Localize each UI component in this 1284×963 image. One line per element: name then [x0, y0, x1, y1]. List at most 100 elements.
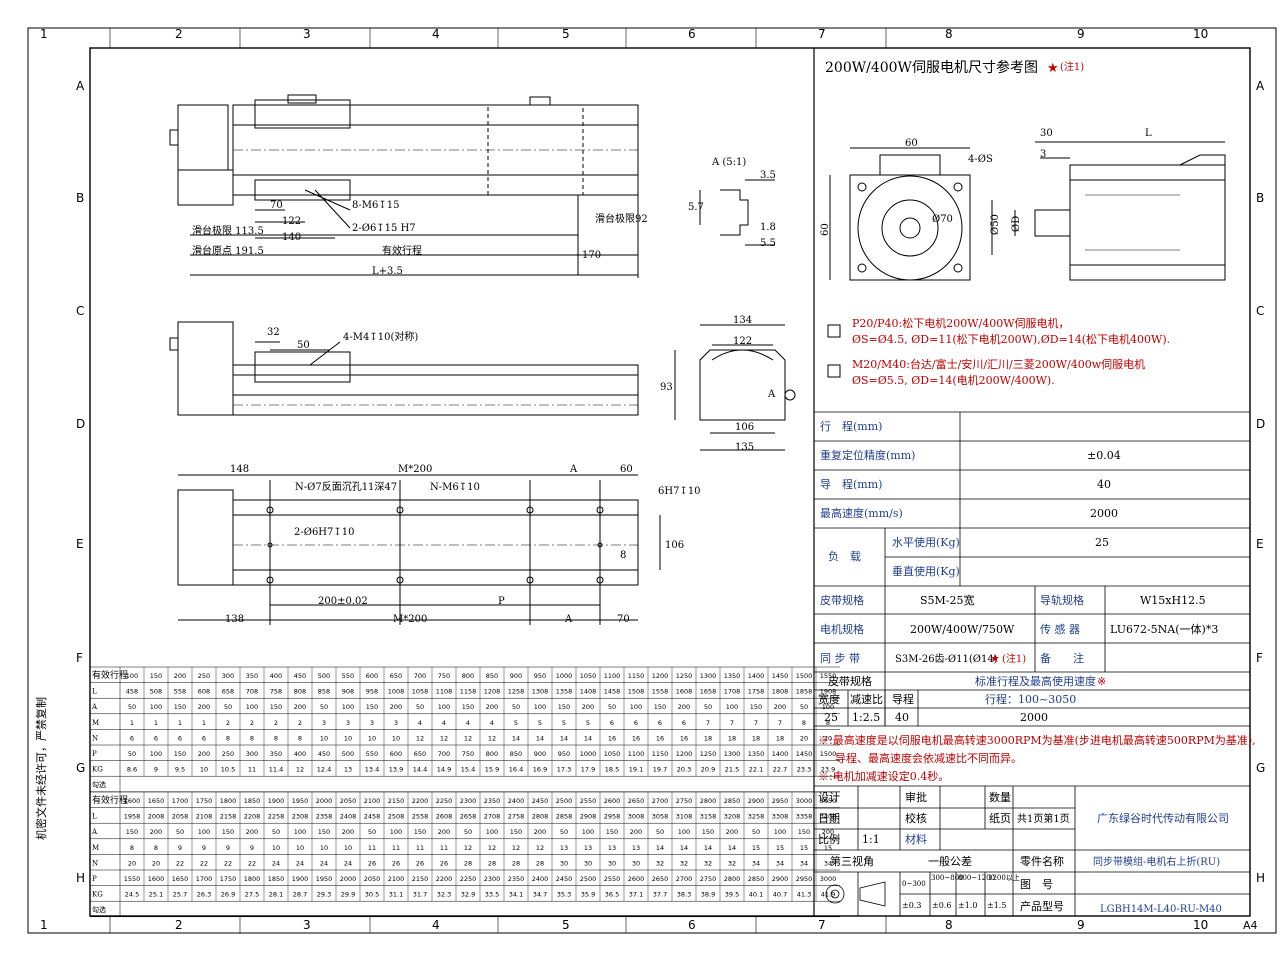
table-cell: 15.4 [461, 766, 475, 774]
row-label: M [92, 844, 99, 852]
table-cell: 33.5 [485, 891, 499, 899]
table-cell: 9 [154, 766, 158, 774]
table-cell: 37.7 [653, 891, 667, 899]
table-cell: 20 [128, 859, 136, 867]
table-cell: 5 [562, 719, 566, 727]
table-cell: 600 [366, 672, 378, 680]
title-block-text: 设计 审批 数量 日期 校核 纸页 共1页第1页 比例 1:1 材料 广东绿谷时… [818, 790, 1229, 915]
table-cell: 10 [296, 844, 304, 852]
table-cell: 750 [462, 750, 474, 758]
tb-tol-range-2: 300~800 [931, 874, 964, 882]
table-cell: 2558 [412, 813, 429, 821]
table-cell: 3308 [772, 813, 789, 821]
table-cell: 1158 [460, 688, 477, 696]
spec-row-speed-value: 2000 [1090, 507, 1118, 520]
table-cell: 2100 [388, 875, 405, 883]
table-cell: 7 [754, 719, 758, 727]
table-cell: 700 [414, 672, 426, 680]
table-cell: 200 [174, 672, 186, 680]
dim-134: 134 [733, 315, 752, 326]
row-letter: D [1256, 417, 1265, 431]
table-cell: 18 [704, 734, 712, 742]
table-cell: 200 [678, 703, 690, 711]
table-cell: 458 [126, 688, 138, 696]
option-checkbox-panasonic[interactable] [827, 324, 841, 338]
table-cell: 750 [438, 672, 450, 680]
tb-design-label: 设计 [818, 791, 840, 804]
table-cell: 22.1 [749, 766, 763, 774]
table-cell: 8 [802, 719, 806, 727]
spec-val-width: 25 [824, 711, 838, 724]
row-label: L [92, 688, 97, 696]
table-cell: 150 [606, 828, 618, 836]
spec-val-speed: 2000 [1020, 711, 1048, 724]
tb-third-angle: 第三视角 [830, 854, 874, 868]
table-cell: 4 [418, 719, 422, 727]
table-cell: 13.4 [365, 766, 379, 774]
table-cell: 22 [224, 859, 232, 867]
tb-part-name: 同步带模组-电机右上折(RU) [1093, 855, 1220, 868]
row-letter: H [76, 871, 85, 885]
tb-check-label: 校核 [905, 811, 927, 825]
table-cell: 1458 [604, 688, 621, 696]
table-cell: 2900 [748, 797, 765, 805]
spec-motor-label: 电机规格 [820, 622, 864, 636]
title-block-grid [814, 785, 1250, 916]
table-cell: 6 [634, 719, 638, 727]
table-cell: 24 [320, 859, 328, 867]
table-cell: 22.7 [773, 766, 787, 774]
table-cell: 18 [752, 734, 760, 742]
table-cell: 12 [464, 844, 472, 852]
table-cell: 4 [442, 719, 446, 727]
motor-dims: 60 4-ØS Ø70 60 Ø50 ØD 30 3 L [820, 128, 1152, 236]
table-cell: 2750 [676, 797, 693, 805]
table-cell: 30 [584, 859, 592, 867]
table-cell: 18.5 [605, 766, 619, 774]
motor-dim-l: L [1145, 128, 1152, 139]
table-cell: 34 [800, 859, 808, 867]
table-cell: 10 [272, 844, 280, 852]
option-checkbox-other[interactable] [827, 364, 841, 378]
table-cell: 2850 [748, 875, 765, 883]
table-cell: 2100 [364, 797, 381, 805]
table-cell: 2 [298, 719, 302, 727]
dim-8-m6: 8-M6↧15 [352, 200, 399, 211]
table-cell: 650 [390, 672, 402, 680]
table-cell: 2250 [460, 875, 477, 883]
table-cell: 24.5 [125, 891, 139, 899]
table-cell: 2458 [364, 813, 381, 821]
table-cell: 24 [344, 859, 352, 867]
table-cell: 2 [226, 719, 230, 727]
table-cell: 14 [704, 844, 712, 852]
table-cell: 3 [322, 719, 326, 727]
table-cell: 2050 [364, 875, 381, 883]
dim-140: 140 [282, 232, 301, 243]
dim-106b: 106 [665, 540, 684, 551]
table-cell: 1058 [412, 688, 429, 696]
table-cell: 3208 [724, 813, 741, 821]
table-cell: 1658 [700, 688, 717, 696]
table-cell: 9 [226, 844, 230, 852]
table-cell: 22 [200, 859, 208, 867]
table-cell: 40.7 [773, 891, 787, 899]
detail-dim-5-5: 5.5 [760, 238, 776, 249]
outer-border [27, 27, 1277, 934]
table-cell: 2750 [700, 875, 717, 883]
option2-line1: M20/M40:台达/富士/安川/汇川/三菱200W/400w伺服电机 [852, 357, 1145, 371]
dim-a-top: A [569, 464, 578, 475]
table-cell: 1 [130, 719, 134, 727]
table-cell: 20.3 [677, 766, 691, 774]
spec-stroke-range: 行程：100~3050 [985, 693, 1076, 706]
spec-table-text: 行 程(mm) 重复定位精度(mm) ±0.04 导 程(mm) 40 最高速度… [818, 420, 1256, 783]
table-cell: 1108 [436, 688, 453, 696]
table-cell: 2600 [604, 797, 621, 805]
table-cell: 1008 [388, 688, 405, 696]
table-cell: 1300 [724, 750, 741, 758]
table-cell: 16.9 [533, 766, 547, 774]
tb-tol-value-1: ±0.3 [902, 901, 921, 910]
table-cell: 1650 [148, 797, 165, 805]
table-cell: 1500 [820, 750, 837, 758]
table-cell: 150 [510, 828, 522, 836]
table-cell: 31.1 [389, 891, 403, 899]
table-cell: 19.1 [629, 766, 643, 774]
